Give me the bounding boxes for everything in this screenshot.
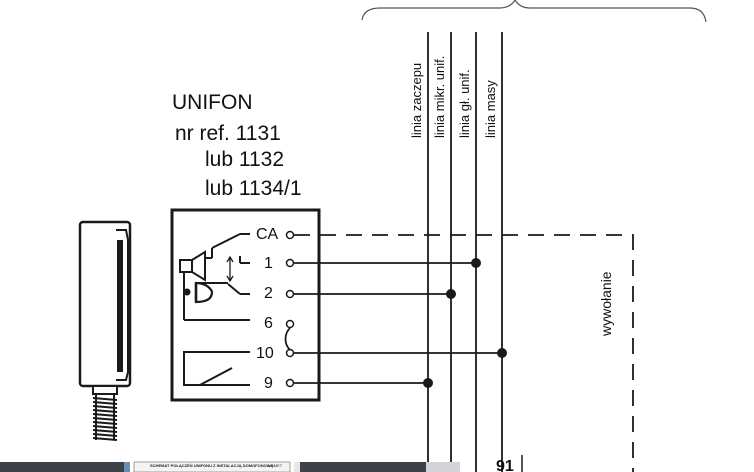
device-name: UNIFON	[172, 91, 253, 114]
overlay-number: 91	[496, 458, 514, 472]
terminal-label-ca: CA	[256, 226, 279, 243]
speaker-icon	[179, 250, 206, 282]
bus-lines-brace	[361, 0, 707, 23]
call-line-dashed	[294, 234, 634, 472]
terminal-label-6: 6	[264, 315, 273, 332]
terminal-label-9: 9	[264, 375, 273, 392]
terminal-label-1: 1	[264, 255, 273, 272]
device-ref-line3: lub 1134/1	[205, 177, 302, 200]
thumbnail-page	[133, 461, 291, 472]
jumper-6-10	[284, 327, 291, 351]
handset-cord	[92, 394, 118, 441]
bus-label-masy: linia masy	[483, 80, 498, 138]
terminal-label-2: 2	[264, 285, 273, 302]
terminal-wires	[294, 262, 502, 384]
device-ref-line1: nr ref. 1131	[175, 122, 281, 145]
device-ref-line2: lub 1132	[205, 148, 284, 171]
bus-lines	[427, 32, 503, 472]
screw-terminal-6	[285, 319, 295, 329]
bus-label-zaczepu: linia zaczepu	[409, 63, 424, 138]
call-label: wywołanie	[598, 271, 614, 337]
bus-label-mikr: linia mikr. unif.	[432, 56, 447, 138]
strip-mid-gap	[294, 462, 300, 472]
strip-dark-left	[0, 462, 128, 472]
junction-masy-10	[497, 348, 507, 358]
microphone-icon	[183, 281, 214, 304]
internal-wiring	[183, 233, 250, 386]
screw-terminal-9	[285, 378, 295, 388]
terminal-screws	[285, 230, 295, 388]
double-arrow-icon	[226, 255, 234, 283]
junction-mikr-2	[446, 289, 456, 299]
bus-label-gl: linia gł. unif.	[457, 69, 472, 138]
bottom-strip: SCHEMAT POŁĄCZEŃ UNIFONU Z INSTALACJĄ DO…	[0, 455, 523, 472]
terminal-label-10: 10	[256, 345, 274, 362]
screw-terminal-ca	[285, 230, 295, 240]
strip-marker	[124, 462, 130, 472]
screw-terminal-2	[285, 289, 295, 299]
junction-zaczepu-9	[423, 378, 433, 388]
handset-icon	[78, 220, 132, 441]
unifon-terminal-block	[170, 208, 321, 402]
strip-dark-right	[300, 462, 426, 472]
strip-light	[426, 462, 460, 472]
junction-dots	[423, 258, 507, 388]
screw-terminal-1	[285, 258, 295, 268]
junction-gl-1	[471, 258, 481, 268]
thumbnail-title: SCHEMAT POŁĄCZEŃ UNIFONU Z INSTALACJĄ DO…	[150, 463, 274, 468]
thumbnail-tag: URMET	[268, 463, 283, 468]
screw-terminal-10	[285, 348, 295, 358]
